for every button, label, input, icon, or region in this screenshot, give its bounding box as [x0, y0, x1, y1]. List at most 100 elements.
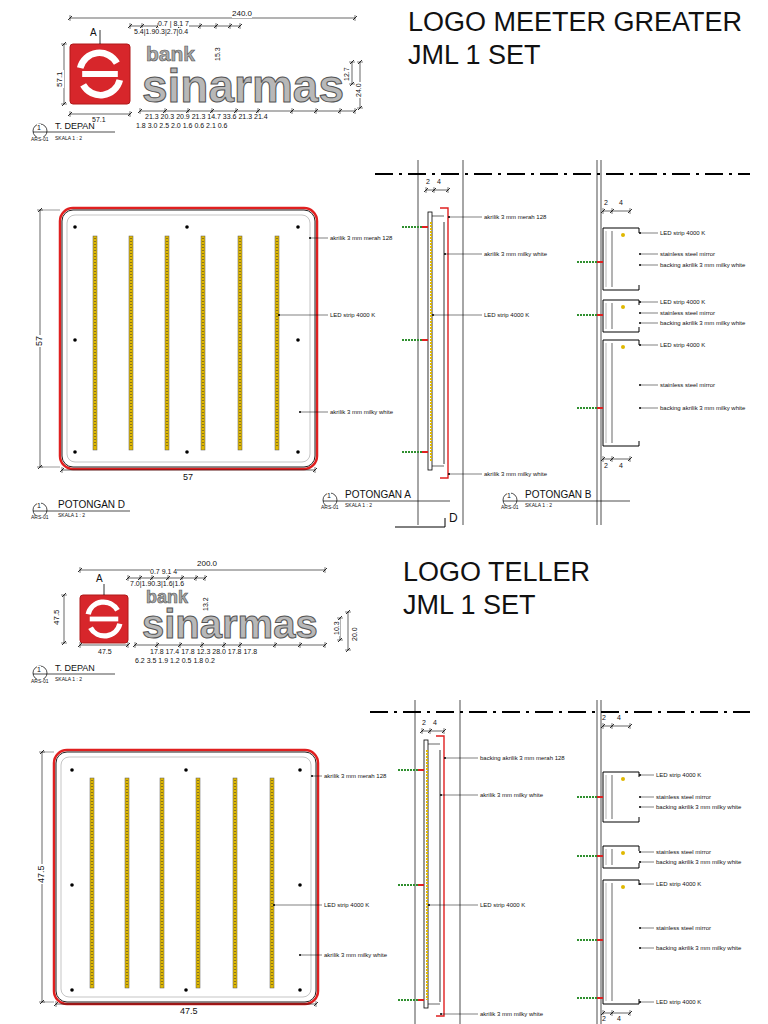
leader-end: [440, 794, 442, 796]
leader-end: [444, 757, 446, 759]
screw-symbol: [577, 997, 597, 999]
extension-line: [42, 1002, 54, 1003]
screw-tip: [422, 339, 428, 341]
wall-line: [418, 160, 419, 525]
extension-line: [612, 723, 613, 729]
leader-line: [441, 1014, 478, 1015]
extension-line: [196, 575, 197, 581]
drawing-label: POTONGAN A: [345, 490, 411, 500]
screw-tip: [597, 939, 603, 941]
extension-line: [130, 111, 131, 117]
wall-line: [463, 160, 464, 525]
fixing-dot: [298, 883, 302, 887]
led-dots: [203, 238, 204, 448]
leader-end: [273, 904, 275, 906]
dimension-tick: [610, 209, 614, 213]
drawing-label: 47.5: [98, 648, 112, 655]
extension-line: [603, 723, 604, 729]
drawing-label: akrilik 3 mm milky white: [480, 1011, 543, 1017]
led-dots: [167, 238, 168, 448]
dimension-line: [140, 111, 355, 112]
leader-end: [444, 253, 446, 255]
extension-line: [349, 62, 355, 63]
extension-line: [630, 1010, 631, 1016]
leader-line: [640, 254, 658, 255]
dimension-tick: [54, 1002, 58, 1006]
drawing-label: SKALA 1 : 2: [55, 677, 82, 682]
led-dots: [198, 780, 199, 986]
dimension-tick: [353, 109, 357, 113]
drawing-label: SKALA 1 : 2: [58, 513, 85, 518]
leader-end: [311, 775, 313, 777]
led-mark: [621, 305, 625, 309]
dimension-line: [62, 470, 315, 471]
leader-line: [640, 948, 654, 949]
extension-line: [61, 104, 67, 105]
leader-line: [640, 385, 658, 386]
logo-square: [70, 44, 130, 104]
extension-line: [80, 642, 81, 648]
drawing-label: ARS-01: [31, 679, 49, 684]
mirror-line: [612, 775, 613, 819]
dimension-tick: [126, 643, 130, 647]
drawing-label: 21.3 20.3 20.9 21.3 14.7 33.6 21.3 21.4: [145, 113, 268, 120]
extension-line: [240, 23, 241, 29]
backing-line: [606, 303, 607, 329]
return-edge: [428, 744, 440, 745]
drawing-label: A: [96, 574, 103, 584]
drawing-label: T. DEPAN: [55, 664, 95, 673]
logo-swirl: [88, 602, 117, 614]
dimension-label: 10.3: [333, 620, 340, 636]
dimension-line: [348, 612, 349, 650]
extension-line: [62, 467, 63, 473]
extension-line: [444, 728, 445, 734]
leader-end: [639, 774, 641, 776]
backing-line: [606, 343, 607, 443]
led-strip: [275, 236, 279, 450]
title-underline: [33, 674, 115, 675]
leader-end: [299, 954, 301, 956]
logo-swirl: [83, 80, 120, 95]
u-channel: [603, 300, 639, 332]
drawing-label: A: [90, 28, 97, 38]
leader-end: [639, 264, 641, 266]
dimension-line: [426, 190, 448, 191]
extension-line: [355, 108, 356, 114]
leader-line: [640, 345, 658, 346]
dimension-tick: [610, 457, 614, 461]
extension-line: [315, 467, 316, 473]
dimension-tick: [214, 24, 218, 28]
extension-line: [434, 187, 435, 193]
led-mark: [621, 851, 625, 855]
extension-line: [430, 728, 431, 734]
drawing-label: 2: [426, 178, 430, 185]
drawing-label: 2: [602, 1015, 606, 1022]
leader-end: [639, 407, 641, 409]
extension-line: [345, 612, 351, 613]
screw-tip: [422, 451, 428, 453]
leader-line: [279, 315, 328, 316]
leader-end: [639, 384, 641, 386]
drawing-label: stainless steel mirror: [660, 310, 715, 316]
leader-end: [639, 927, 641, 929]
led-strip: [90, 778, 94, 988]
extension-line: [337, 618, 343, 619]
fixing-dot: [184, 988, 188, 992]
extension-line: [40, 210, 60, 211]
drawing-label: 2: [604, 199, 608, 206]
leader-line: [310, 238, 328, 239]
led-strip: [430, 222, 432, 462]
dimension-line: [603, 459, 630, 460]
backing-line: [440, 750, 441, 1002]
drawing-label: LED strip 4000 K: [324, 902, 369, 908]
led-dots: [131, 238, 132, 448]
wall-line: [597, 700, 598, 1024]
dimension-tick: [353, 16, 357, 20]
screw-tip: [597, 261, 603, 263]
fixing-dot: [185, 225, 189, 229]
screw-symbol: [402, 451, 422, 453]
drawing-label: POTONGAN B: [525, 490, 592, 500]
section-cut-mark: [445, 518, 446, 527]
drawing-label: 4: [437, 178, 441, 185]
extension-line: [70, 15, 71, 21]
